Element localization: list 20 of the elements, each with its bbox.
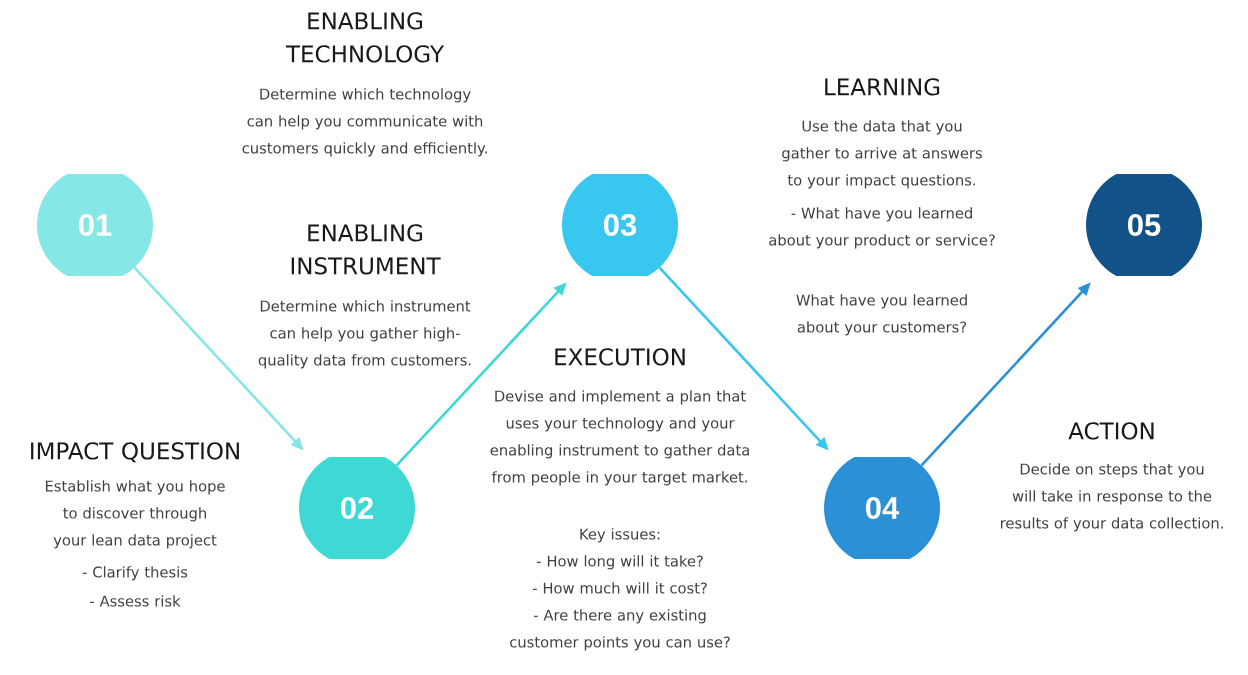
body-text: - Are there any existing customer points you can use? xyxy=(510,609,730,651)
body-text: Key issues: xyxy=(580,528,660,543)
body-text: - Assess risk xyxy=(90,595,181,607)
body-text: Establish what you hope to discover through your lean data project xyxy=(45,480,225,549)
body-text: Devise and implement a plan that uses your technology and your enabling instrument to gather data from people in your target market. xyxy=(490,390,749,486)
body-text: - How much will it cost? xyxy=(532,582,707,594)
body-text: Determine which instrument can help you gather high-quality data from customers. xyxy=(258,300,471,369)
body-text: What have you learned about your customers? xyxy=(796,294,967,336)
heading-text: EXECUTION xyxy=(555,348,685,366)
body-text: - What have you learned about your product or service? xyxy=(769,207,995,249)
body-text: Determine which technology can help you communicate with customers quickly and efficiently. xyxy=(242,88,487,157)
body-text: Use the data that you gather to arrive at answers to your impact questions. xyxy=(782,120,982,189)
body-text: - How long will it take? xyxy=(536,555,703,570)
body-text: Decide on steps that you will take in response to the results of your data collection. xyxy=(1001,463,1223,532)
body-text: - Clarify thesis xyxy=(82,566,188,581)
heading-text: LEARNING xyxy=(825,78,940,96)
heading-text: IMPACT QUESTION xyxy=(31,442,239,463)
heading-text: ENABLING INSTRUMENT xyxy=(291,224,441,275)
heading-text: ACTION xyxy=(1068,422,1154,440)
heading-text: ENABLING TECHNOLOGY xyxy=(285,12,445,63)
